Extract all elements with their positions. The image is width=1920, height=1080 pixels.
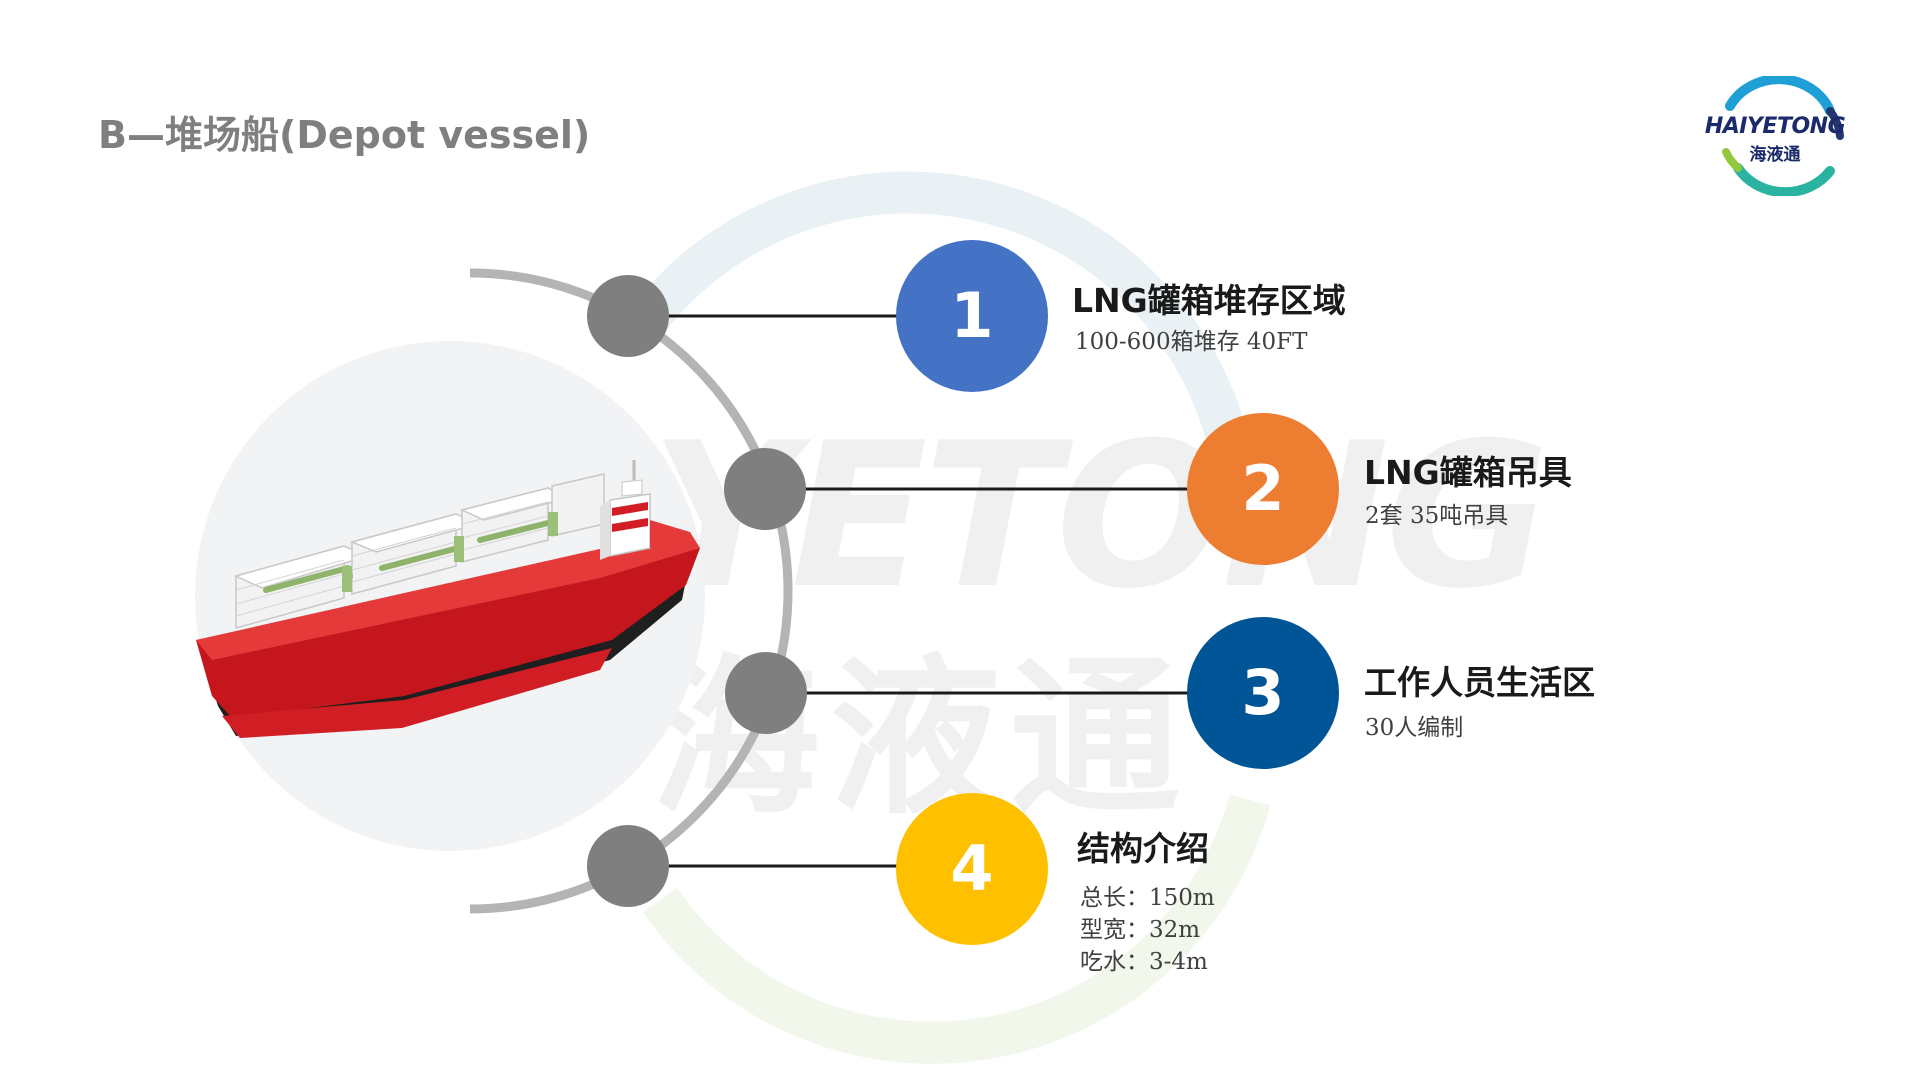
timeline-node-4 bbox=[587, 825, 669, 907]
item-desc-line: 吃水：3-4m bbox=[1080, 949, 1208, 975]
item-desc-line: 总长：150m bbox=[1080, 885, 1215, 911]
item-desc-2: 2套 35吨吊具 bbox=[1365, 500, 1508, 532]
item-desc-line: 2套 35吨吊具 bbox=[1365, 503, 1509, 529]
number-badge-3: 3 bbox=[1187, 617, 1339, 769]
item-desc-4: 总长：150m 型宽：32m 吃水：3-4m bbox=[1080, 882, 1215, 978]
timeline-node-2 bbox=[724, 448, 806, 530]
logo-subtext: 海液通 bbox=[1749, 145, 1801, 165]
number-badge-4: 4 bbox=[896, 793, 1048, 945]
number-badge-2: 2 bbox=[1187, 413, 1339, 565]
item-desc-3: 30人编制 bbox=[1365, 712, 1463, 744]
timeline-nodes bbox=[587, 275, 807, 907]
item-title-4: 结构介绍 bbox=[1077, 829, 1209, 868]
page-title: B—堆场船(Depot vessel) bbox=[98, 113, 591, 157]
item-desc-line: 100-600箱堆存 40FT bbox=[1075, 329, 1308, 355]
item-title-2: LNG罐箱吊具 bbox=[1364, 453, 1572, 492]
timeline-node-1 bbox=[587, 275, 669, 357]
item-desc-1: 100-600箱堆存 40FT bbox=[1075, 326, 1307, 358]
logo-wordmark: HAIYETONG bbox=[1704, 114, 1846, 139]
number-badge-1: 1 bbox=[896, 240, 1048, 392]
watermark-latin: YETONG bbox=[650, 400, 1549, 633]
item-desc-line: 30人编制 bbox=[1365, 715, 1464, 741]
item-title-1: LNG罐箱堆存区域 bbox=[1072, 281, 1346, 320]
timeline-node-3 bbox=[725, 652, 807, 734]
connector-lines bbox=[628, 314, 1188, 868]
item-desc-line: 型宽：32m bbox=[1080, 917, 1201, 943]
watermark-ring bbox=[622, 171, 1271, 1064]
haiyetong-logo bbox=[1722, 76, 1844, 196]
ship-icon bbox=[196, 460, 700, 738]
item-title-3: 工作人员生活区 bbox=[1364, 663, 1595, 702]
